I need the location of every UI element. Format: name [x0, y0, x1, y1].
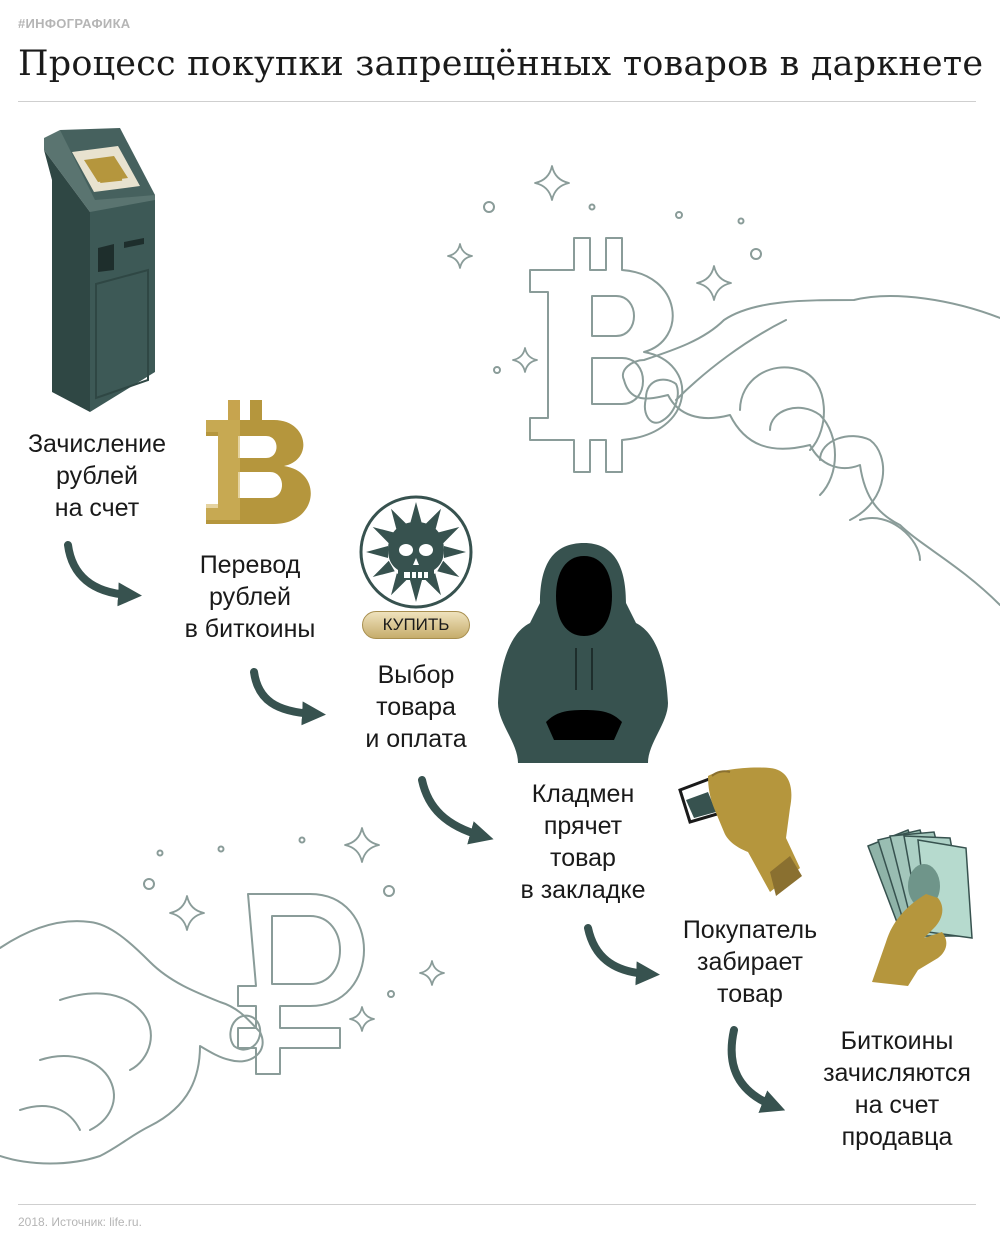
- buy-button[interactable]: КУПИТЬ: [362, 611, 470, 639]
- step-courier: Кладмен прячет товар в закладке: [502, 778, 664, 906]
- hand-holding-ruble-icon: [0, 920, 264, 1165]
- step-courier-line: прячет: [543, 812, 623, 840]
- step-settle-line: на счет: [854, 1091, 940, 1119]
- header-tag: #ИНФОГРАФИКА: [18, 16, 131, 31]
- sparkle-icon: [169, 165, 732, 1032]
- step-choose-line: товара: [376, 693, 456, 721]
- step-courier-line: в закладке: [520, 876, 646, 904]
- step-pickup-line: Покупатель: [682, 916, 818, 944]
- step-convert: Перевод рублей в биткоины: [168, 549, 332, 645]
- step-settle: Биткоины зачисляются на счет продавца: [800, 1025, 994, 1153]
- step-convert-line: в биткоины: [184, 615, 316, 643]
- step-pickup-line: забирает: [697, 948, 803, 976]
- ruble-outline-icon: [237, 893, 365, 1075]
- step-settle-line: зачисляются: [823, 1059, 971, 1087]
- step-convert-line: рублей: [208, 583, 292, 611]
- hand-holding-bitcoin-icon: [621, 295, 1000, 606]
- step-choose-line: и оплата: [365, 725, 467, 753]
- bitcoin-outline-icon: [529, 237, 684, 473]
- step-convert-line: Перевод: [199, 551, 301, 579]
- step-settle-line: продавца: [841, 1123, 953, 1151]
- step-deposit-line: Зачисление: [27, 430, 167, 458]
- step-choose: Выбор товара и оплата: [348, 659, 484, 755]
- footer-source: 2018. Источник: life.ru.: [18, 1215, 142, 1229]
- page-title: Процесс покупки запрещённых товаров в да…: [18, 44, 984, 84]
- title-divider: [18, 101, 976, 102]
- step-deposit-line: на счет: [54, 494, 140, 522]
- step-pickup-line: товар: [717, 980, 783, 1008]
- step-courier-line: Кладмен: [531, 780, 635, 808]
- step-choose-line: Выбор: [377, 661, 455, 689]
- step-settle-line: Биткоины: [840, 1027, 954, 1055]
- step-deposit-line: рублей: [55, 462, 139, 490]
- step-pickup: Покупатель забирает товар: [664, 914, 836, 1010]
- footer-divider: [18, 1204, 976, 1205]
- step-deposit: Зачисление рублей на счет: [18, 428, 176, 524]
- step-courier-line: товар: [550, 844, 616, 872]
